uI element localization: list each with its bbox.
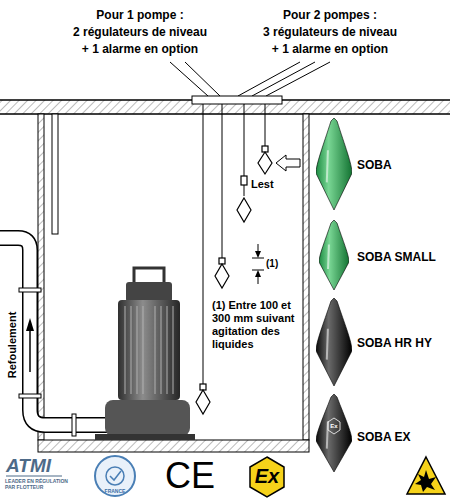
float-switch: SOBA HR HY	[316, 298, 435, 386]
float-switch: SOBA EX	[316, 394, 414, 472]
heading: Pour 1 pompe :	[96, 8, 183, 23]
heading: Pour 2 pompes :	[283, 8, 377, 23]
discharge-pipe	[0, 238, 110, 425]
note: + 1 alarme en option	[272, 42, 388, 57]
float-cable	[203, 104, 204, 385]
float-shape	[316, 394, 352, 472]
dimension	[252, 244, 264, 284]
pipe-flange	[19, 288, 41, 292]
pit-wall	[303, 114, 309, 440]
pipe-label: Refoulement	[5, 312, 19, 379]
flow-arrow	[26, 318, 34, 331]
float-switch: SOBA	[316, 118, 395, 210]
pipe-flange	[72, 414, 76, 436]
leader-lines	[170, 62, 330, 96]
float-shape	[316, 298, 352, 386]
pump-cap	[126, 282, 172, 302]
pump-volute	[105, 400, 190, 436]
atex-mark	[328, 418, 340, 434]
callout-number: (1)	[266, 257, 278, 270]
float-label: SOBA EX	[357, 430, 411, 445]
logo-rule	[6, 476, 62, 477]
float-shape	[319, 220, 349, 290]
level-float	[196, 390, 210, 414]
certification-logo	[110, 471, 121, 480]
weight	[241, 176, 247, 185]
brand-slogan: LEADER EN RÉGULATION PAR FLOTTEUR	[5, 478, 69, 490]
certification-logo	[95, 456, 135, 496]
dimension-note: (1) Entre 100 et 300 mm suivant agitatio…	[212, 299, 300, 351]
pointer-arrow	[276, 155, 300, 171]
atex-mark: Ex	[255, 465, 279, 487]
float-highlight	[327, 329, 328, 360]
float-label: SOBA SMALL	[357, 250, 436, 265]
ce-mark: CE	[165, 458, 215, 494]
pit-wall	[38, 114, 44, 440]
pit-floor	[38, 440, 309, 452]
brand-logo: ATMI	[6, 455, 51, 476]
float-label: SOBA HR HY	[357, 336, 432, 351]
atex-logo	[250, 457, 284, 497]
float-shape	[316, 118, 352, 210]
float-highlight	[327, 421, 328, 448]
cable-plate	[192, 96, 282, 104]
float-body	[316, 298, 352, 386]
discharge-pipe	[0, 238, 110, 425]
float-body	[319, 220, 349, 290]
pump	[95, 268, 195, 440]
leader-line	[252, 62, 315, 96]
float-highlight	[327, 245, 330, 270]
weight-label: Lest	[251, 177, 274, 191]
pump-foot	[95, 434, 195, 440]
level-floats	[196, 146, 272, 414]
float-cable	[265, 104, 266, 149]
level-float	[237, 198, 251, 222]
dimension-arrow	[255, 270, 261, 277]
note: 2 régulateurs de niveau	[73, 25, 207, 40]
float-label: SOBA	[357, 158, 392, 173]
leader-line	[185, 62, 220, 96]
note: 3 régulateurs de niveau	[263, 25, 397, 40]
pump-motor	[118, 300, 180, 400]
leader-line	[238, 62, 300, 96]
note: + 1 alarme en option	[82, 42, 198, 57]
certification-text: FRANCE	[105, 488, 126, 494]
flow-arrow	[29, 330, 31, 372]
level-float	[258, 152, 272, 174]
float-switch: SOBA SMALL	[319, 220, 439, 290]
float-cable	[222, 104, 223, 259]
vent-pipe	[52, 114, 58, 234]
float-body	[316, 118, 352, 210]
dimension-arrow	[255, 251, 261, 258]
explosion-symbol	[415, 470, 436, 492]
leader-line	[266, 62, 330, 96]
pipe-flange	[19, 394, 41, 398]
warning-triangle	[407, 457, 445, 494]
float-cables	[203, 104, 265, 385]
certification-logo	[106, 467, 124, 485]
pump-handle	[134, 268, 164, 283]
float-body	[316, 394, 352, 472]
pump-fins	[125, 306, 173, 394]
level-float	[215, 264, 229, 288]
float-highlight	[327, 150, 328, 182]
